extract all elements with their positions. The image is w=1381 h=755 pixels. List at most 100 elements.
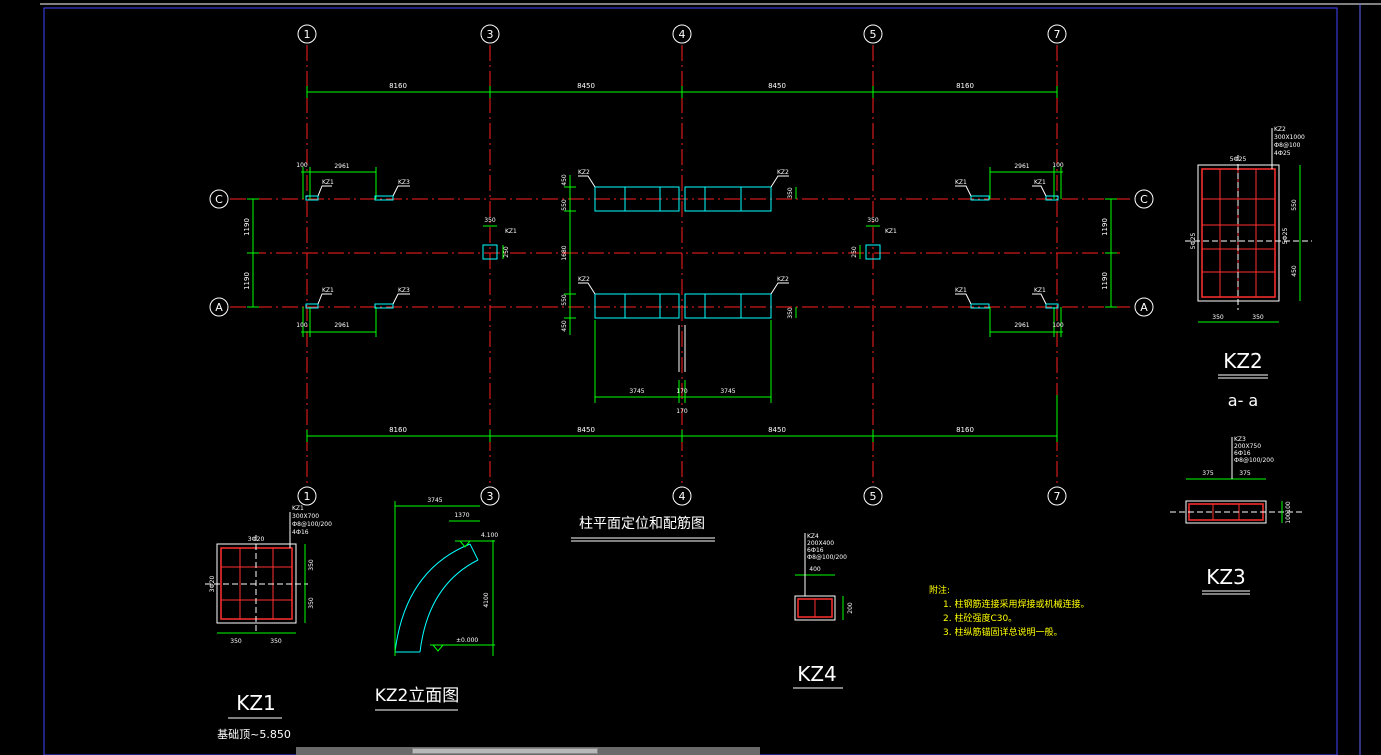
central-kz2-leaders	[578, 175, 789, 295]
top-dim-1-3: 8160	[389, 82, 407, 90]
kz1-spec-3: Ф8@100/200	[292, 521, 332, 528]
cbottom-170-a: 170	[676, 388, 688, 395]
kz1-column-7C	[1045, 195, 1059, 201]
cbottom-3745-left: 3745	[629, 388, 644, 395]
cdim-r-350-bot: 350	[787, 307, 794, 319]
axis-bubble-3-bottom	[480, 486, 500, 506]
kz3-column-7A	[970, 303, 990, 309]
axis-label-4-top: 4	[679, 28, 686, 41]
mid3-dim-350: 350	[484, 217, 496, 224]
kz2-elevation	[394, 501, 495, 656]
axis-bubble-1-top	[297, 24, 317, 44]
kz3-spec-4: Ф8@100/200	[1234, 457, 1274, 464]
right-upper-dims	[989, 167, 1063, 199]
left-upper-dim-2961: 2961	[334, 163, 349, 170]
axis-label-1-bottom: 1	[304, 490, 311, 503]
leader-kz1-7A	[1032, 293, 1047, 305]
left-vdim-upper: 1190	[243, 218, 251, 236]
kz3-spec-1: KZ3	[1234, 436, 1246, 443]
tag-kz1-3mid: KZ1	[505, 228, 517, 235]
left-vdim-lower: 1190	[243, 272, 251, 290]
leader-kz3-1C	[392, 185, 410, 197]
kz2-elev-arc-inner	[419, 559, 479, 653]
kz4-dim-400: 400	[809, 566, 821, 573]
kz2-elev-3745: 3745	[427, 497, 442, 504]
kz1-top-bar: 3Ф20	[248, 536, 265, 543]
tag-kz1-1A: KZ1	[322, 287, 334, 294]
kz2-wall-lower-right	[684, 293, 772, 319]
kz2-spec-2: 300X1000	[1274, 134, 1305, 141]
kz2-section	[1185, 128, 1312, 323]
leader-kz1-1A	[317, 293, 332, 305]
kz4-title: KZ4	[797, 662, 837, 686]
mid3-dim-250: 250	[503, 246, 510, 258]
kz4-spec-1: KZ4	[807, 533, 819, 540]
kz1-spec-1: KZ1	[292, 505, 304, 512]
kz2-side-bar-left: 5Ф25	[1190, 233, 1197, 250]
axis-bubble-3-top	[480, 24, 500, 44]
left-upper-dims	[301, 167, 377, 199]
notes-item-2: 2. 柱砼强度C30。	[943, 612, 1017, 624]
tag-kz3-1C: KZ3	[398, 179, 410, 186]
mid-columns	[482, 244, 881, 260]
kz1-spec-4: 4Ф16	[292, 529, 309, 536]
axis-bubble-C-right	[1134, 189, 1154, 209]
kz2-elev-title: KZ2立面图	[375, 686, 460, 706]
axis-bubble-1-bottom	[297, 486, 317, 506]
right-end-leaders	[955, 185, 1047, 305]
tag-kz2-ur: KZ2	[777, 169, 789, 176]
right-upper-dim-2961: 2961	[1014, 163, 1029, 170]
kz3-dim-375-b: 375	[1239, 470, 1251, 477]
drawing-frame	[43, 7, 1338, 755]
mid-column-dims	[483, 225, 880, 259]
kz2-section-label: a- a	[1228, 391, 1258, 410]
leader-kz2-ll	[578, 282, 596, 295]
notes-heading: 附注:	[929, 584, 950, 596]
cdim-550-bot: 550	[561, 294, 568, 306]
axis-bubble-C-left	[209, 189, 229, 209]
kz2-dim-450: 450	[1291, 265, 1298, 277]
axis-label-3-top: 3	[487, 28, 494, 41]
kz1-title: KZ1	[236, 691, 276, 715]
mid5-dim-350: 350	[867, 217, 879, 224]
bottom-dim-5-7: 8160	[956, 426, 974, 434]
axis-label-C-right: C	[1140, 193, 1148, 206]
kz3-title: KZ3	[1206, 565, 1246, 589]
scrollbar-thumb[interactable]	[412, 748, 598, 754]
axis-bubble-4-top	[672, 24, 692, 44]
kz1-left-bar: 3Ф20	[209, 576, 216, 593]
kz2-elev-arc-outer	[394, 543, 471, 653]
top-dim-5-7: 8160	[956, 82, 974, 90]
tag-kz3-7C: KZ1	[955, 179, 967, 186]
right-vertical-dimension	[1105, 198, 1117, 308]
axis-label-A-right: A	[1140, 301, 1148, 314]
central-kz2-walls	[594, 186, 772, 319]
kz1-subtitle: 基础顶~5.850	[217, 728, 291, 741]
plan-title: 柱平面定位和配筋图	[579, 515, 705, 532]
kz2-side-bar-right: 5Ф25	[1282, 228, 1289, 245]
kz4-spec-2: 200X400	[807, 540, 834, 547]
kz4-spec-3: 6Ф16	[807, 547, 824, 554]
kz2-dim-350-b: 350	[1252, 314, 1264, 321]
kz4-dim-200: 200	[847, 602, 854, 614]
cdim-450-top: 450	[561, 174, 568, 186]
leader-kz3-7A	[955, 293, 972, 305]
central-gap-lines	[678, 325, 686, 372]
kz2-top-bar: 5Ф25	[1230, 156, 1247, 163]
right-vdim-lower: 1190	[1101, 272, 1109, 290]
left-end-leaders	[317, 185, 410, 305]
tag-kz3-1A: KZ3	[398, 287, 410, 294]
horizontal-scrollbar[interactable]	[296, 747, 760, 755]
kz2-spec-3: Ф8@100	[1274, 142, 1301, 149]
tag-kz3-7A: KZ1	[955, 287, 967, 294]
kz1-section	[205, 512, 308, 634]
cbottom-3745-right: 3745	[720, 388, 735, 395]
leader-kz3-1A	[392, 293, 410, 305]
kz2-spec-1: KZ2	[1274, 126, 1286, 133]
cdim-550-top: 550	[561, 199, 568, 211]
axis-label-7-bottom: 7	[1054, 490, 1061, 503]
leader-kz3-7C	[955, 185, 972, 197]
left-lower-dim-2961: 2961	[334, 322, 349, 329]
axis-label-5-top: 5	[870, 28, 877, 41]
